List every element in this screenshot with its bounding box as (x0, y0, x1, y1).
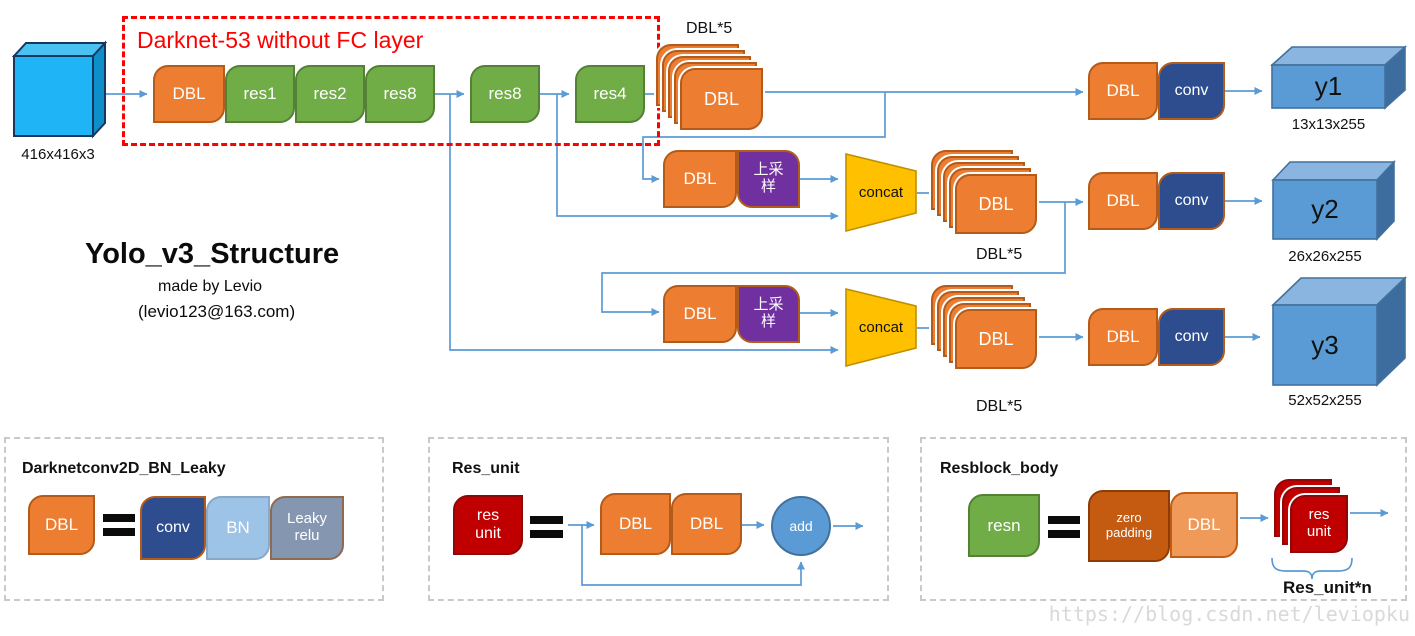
legend-dbl-conv: conv (140, 496, 206, 560)
legend-dbl-leaky: Leaky relu (270, 496, 344, 560)
backbone-res8-b: res8 (470, 65, 540, 123)
darknet53-title: Darknet-53 without FC layer (137, 27, 424, 53)
stack3-dbl5: DBL (931, 285, 1038, 370)
stack1-dbl5: DBL (656, 44, 764, 131)
equals-bar (530, 530, 563, 538)
equals-bar (103, 528, 135, 536)
y3-label: y3 (1311, 329, 1339, 360)
row2-pre-dbl: DBL (663, 150, 737, 208)
equals-bar (103, 514, 135, 522)
backbone-dbl: DBL (153, 65, 225, 123)
y2-cube (1271, 159, 1396, 242)
stack1-label: DBL*5 (686, 20, 733, 37)
head2-dbl: DBL (1088, 172, 1158, 230)
y3-dims: 52x52x255 (1288, 392, 1362, 409)
legend-dbl-title: Darknetconv2D_BN_Leaky (22, 460, 226, 477)
backbone-res2: res2 (295, 65, 365, 123)
input-dims-label: 416x416x3 (21, 146, 95, 163)
equals-bar (1048, 516, 1080, 524)
row2-concat-label: concat (858, 184, 904, 201)
legend-dbl-bn: BN (206, 496, 270, 560)
backbone-res4: res4 (575, 65, 645, 123)
legend-res-unit-box (428, 437, 889, 601)
legend-res-unit-add: add (771, 496, 831, 556)
legend-res-unit-title: Res_unit (452, 460, 520, 477)
head2-conv: conv (1158, 172, 1225, 230)
page-contact: (levio123@163.com) (138, 302, 296, 321)
legend-resblock-stack-label: Res_unit*n (1283, 578, 1372, 597)
equals-bar (1048, 530, 1080, 538)
legend-res-unit-dbl1: DBL (600, 493, 671, 555)
y1-dims: 13x13x255 (1291, 116, 1366, 133)
legend-dbl-box (4, 437, 384, 601)
y1-cube (1270, 45, 1408, 110)
stack2-front: DBL (955, 174, 1037, 234)
row3-pre-dbl: DBL (663, 285, 737, 343)
page-subtitle: made by Levio (158, 278, 263, 295)
y1-label: y1 (1314, 71, 1343, 101)
row3-upsample: 上采 样 (737, 285, 800, 343)
legend-res-unit-lhs: res unit (453, 495, 523, 555)
head3-conv: conv (1158, 308, 1225, 366)
stack2-label: DBL*5 (976, 246, 1023, 263)
legend-resblock-lhs: resn (968, 494, 1040, 557)
legend-res-unit-dbl2: DBL (671, 493, 742, 555)
stack1-front: DBL (680, 68, 763, 130)
legend-resblock-stack: res unit (1274, 479, 1350, 555)
row3-concat-shape (845, 288, 917, 368)
head3-dbl: DBL (1088, 308, 1158, 366)
row2-upsample: 上采 样 (737, 150, 800, 208)
stack3-label: DBL*5 (976, 398, 1023, 415)
watermark: https://blog.csdn.net/leviopku (1048, 602, 1410, 626)
row3-concat-label: concat (858, 319, 904, 336)
page-title: Yolo_v3_Structure (85, 238, 340, 270)
backbone-res1: res1 (225, 65, 295, 123)
legend-resblock-stack-front: res unit (1290, 495, 1348, 553)
head1-dbl: DBL (1088, 62, 1158, 120)
stack3-front: DBL (955, 309, 1037, 369)
legend-resblock-dbl: DBL (1170, 492, 1238, 558)
legend-resblock-title: Resblock_body (940, 460, 1059, 477)
row2-concat-shape (845, 153, 917, 233)
backbone-res8-a: res8 (365, 65, 435, 123)
legend-dbl-lhs: DBL (28, 495, 95, 555)
y2-label: y2 (1311, 194, 1339, 224)
equals-bar (530, 516, 563, 524)
legend-resblock-zero-padding: zero padding (1088, 490, 1170, 562)
input-cube (12, 40, 108, 139)
legend-resblock-box (920, 437, 1407, 601)
head1-conv: conv (1158, 62, 1225, 120)
y2-dims: 26x26x255 (1288, 248, 1362, 265)
stack2-dbl5: DBL (931, 150, 1038, 235)
y3-cube (1271, 276, 1407, 387)
